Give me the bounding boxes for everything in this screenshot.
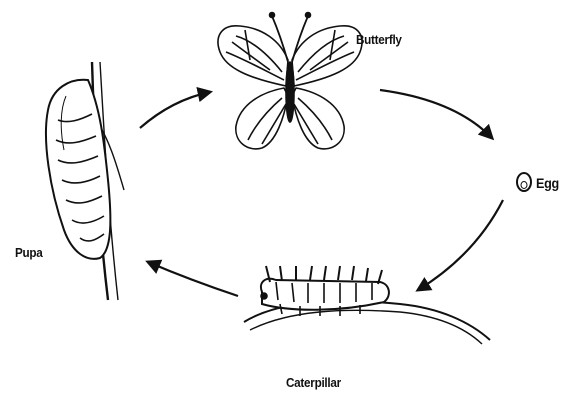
butterfly-label: Butterfly	[356, 32, 402, 47]
egg-icon	[517, 173, 531, 191]
arrow-butterfly-to-egg	[380, 90, 492, 138]
pupa-label: Pupa	[15, 245, 43, 260]
pupa-illustration	[46, 62, 124, 300]
arrow-caterpillar-to-pupa	[148, 262, 238, 296]
egg-label: Egg	[536, 175, 559, 191]
arrow-pupa-to-butterfly	[140, 92, 210, 128]
arrow-egg-to-caterpillar	[418, 200, 503, 290]
butterfly-illustration	[218, 13, 362, 149]
caterpillar-label: Caterpillar	[286, 375, 341, 390]
caterpillar-illustration	[244, 266, 490, 344]
